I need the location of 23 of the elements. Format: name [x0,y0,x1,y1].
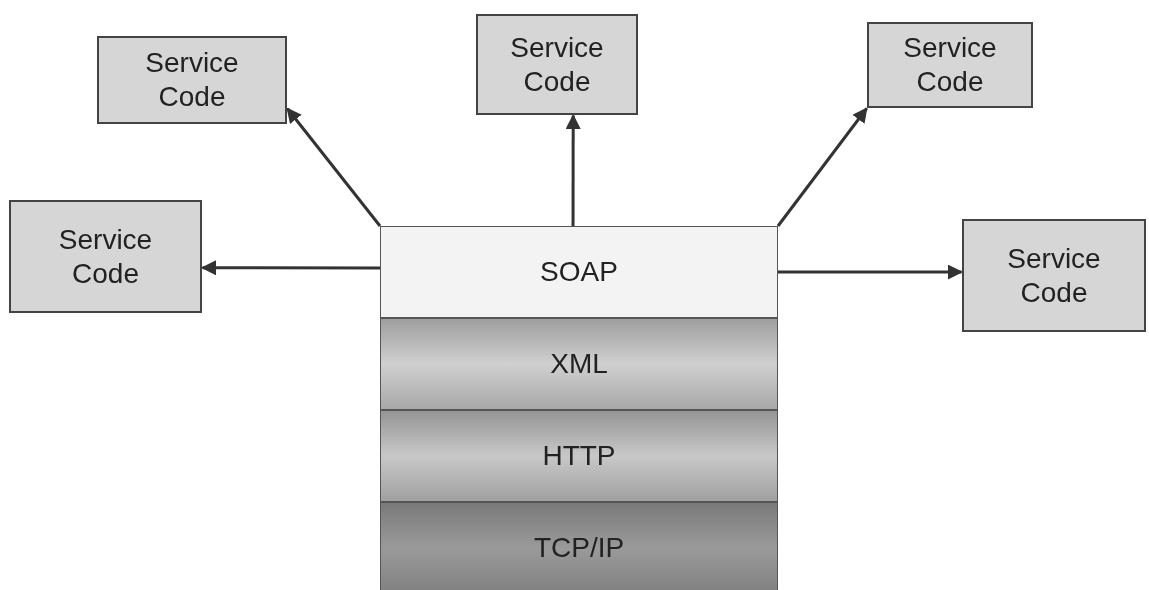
protocol-layer [380,226,778,318]
service-box [9,200,202,313]
service-box [97,36,287,124]
service-box [962,219,1146,332]
arrow [286,107,382,227]
box-label: Service Code [1006,241,1102,310]
protocol-layer [380,502,778,590]
box-label: Service Code [509,30,605,99]
service-box [867,22,1033,108]
box-label: Service Code [144,46,240,114]
arrow [776,107,868,227]
protocol-layer [380,318,778,410]
box-label: HTTP [542,439,616,473]
box-label: SOAP [540,255,618,289]
arrow [201,260,380,276]
service-box [476,14,638,115]
box-label: XML [550,347,608,381]
arrow [778,264,963,280]
box-label: Service Code [57,222,154,291]
box-label: TCP/IP [533,531,625,565]
arrow [565,114,581,226]
protocol-layer [380,410,778,502]
box-label: Service Code [902,31,998,99]
